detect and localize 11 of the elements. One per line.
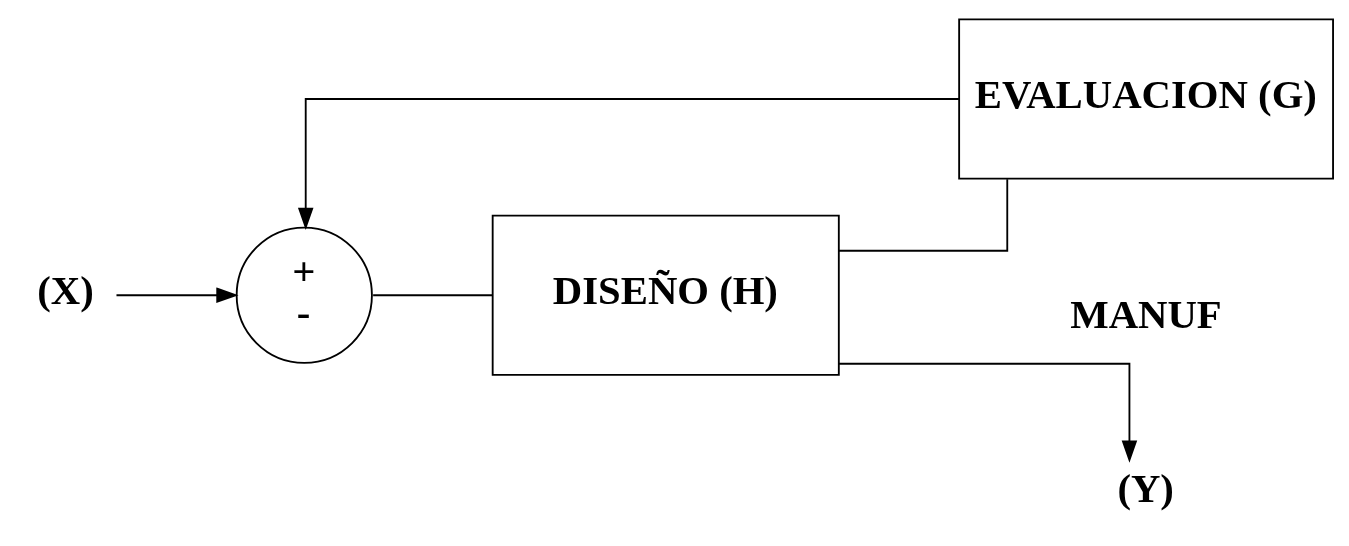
connector bbox=[838, 178, 1009, 252]
node-box: EVALUACION (G) bbox=[958, 18, 1334, 180]
node-box: DISEÑO (H) bbox=[491, 214, 840, 376]
arrow bbox=[115, 287, 239, 303]
node-circle: + - bbox=[235, 226, 373, 364]
label: MANUF bbox=[1070, 291, 1222, 337]
node-text: (Y) bbox=[1117, 465, 1174, 511]
node-text: (X) bbox=[37, 267, 94, 313]
connector bbox=[372, 294, 493, 297]
arrow bbox=[838, 362, 1138, 463]
arrow bbox=[297, 98, 960, 230]
